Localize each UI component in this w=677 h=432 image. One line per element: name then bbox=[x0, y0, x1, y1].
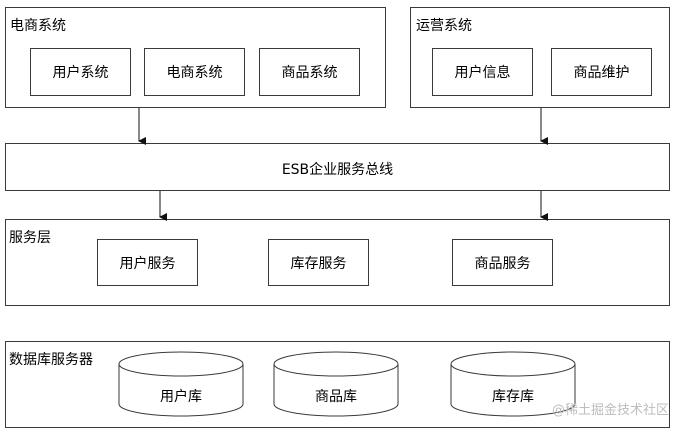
service-layer-container: 服务层 用户服务 库存服务 商品服务 bbox=[5, 219, 670, 306]
ecommerce-system-node: 电商系统 bbox=[144, 48, 245, 96]
user-db-cylinder bbox=[118, 351, 244, 417]
user-system-label: 用户系统 bbox=[52, 65, 109, 81]
user-db-label: 用户库 bbox=[160, 389, 202, 405]
ecommerce-system-title: 电商系统 bbox=[10, 18, 66, 34]
product-service-node: 商品服务 bbox=[452, 239, 553, 286]
user-system-node: 用户系统 bbox=[30, 48, 131, 96]
user-service-node: 用户服务 bbox=[97, 239, 198, 286]
watermark: @稀土掘金技术社区 bbox=[551, 403, 669, 418]
user-info-label: 用户信息 bbox=[454, 65, 511, 81]
product-maintenance-label: 商品维护 bbox=[573, 65, 630, 81]
inventory-db-cylinder bbox=[450, 351, 576, 417]
service-layer-title: 服务层 bbox=[9, 230, 51, 246]
product-system-label: 商品系统 bbox=[281, 65, 338, 81]
inventory-service-node: 库存服务 bbox=[268, 239, 369, 286]
ecommerce-system-label: 电商系统 bbox=[166, 65, 223, 81]
product-db-cylinder bbox=[273, 351, 399, 417]
esb-bus-label: ESB企业服务总线 bbox=[281, 162, 394, 178]
product-maintenance-node: 商品维护 bbox=[551, 48, 652, 96]
user-info-node: 用户信息 bbox=[432, 48, 533, 96]
product-system-node: 商品系统 bbox=[259, 48, 360, 96]
product-db-label: 商品库 bbox=[315, 389, 357, 405]
inventory-db-label: 库存库 bbox=[492, 389, 534, 405]
product-service-label: 商品服务 bbox=[474, 255, 531, 272]
database-layer-title: 数据库服务器 bbox=[9, 352, 93, 368]
operations-system-container: 运营系统 用户信息 商品维护 bbox=[410, 7, 670, 108]
ecommerce-system-container: 电商系统 用户系统 电商系统 商品系统 bbox=[5, 7, 386, 108]
esb-bus: ESB企业服务总线 bbox=[5, 143, 670, 191]
user-service-label: 用户服务 bbox=[119, 255, 176, 272]
inventory-service-label: 库存服务 bbox=[290, 255, 347, 272]
operations-system-title: 运营系统 bbox=[416, 18, 472, 34]
